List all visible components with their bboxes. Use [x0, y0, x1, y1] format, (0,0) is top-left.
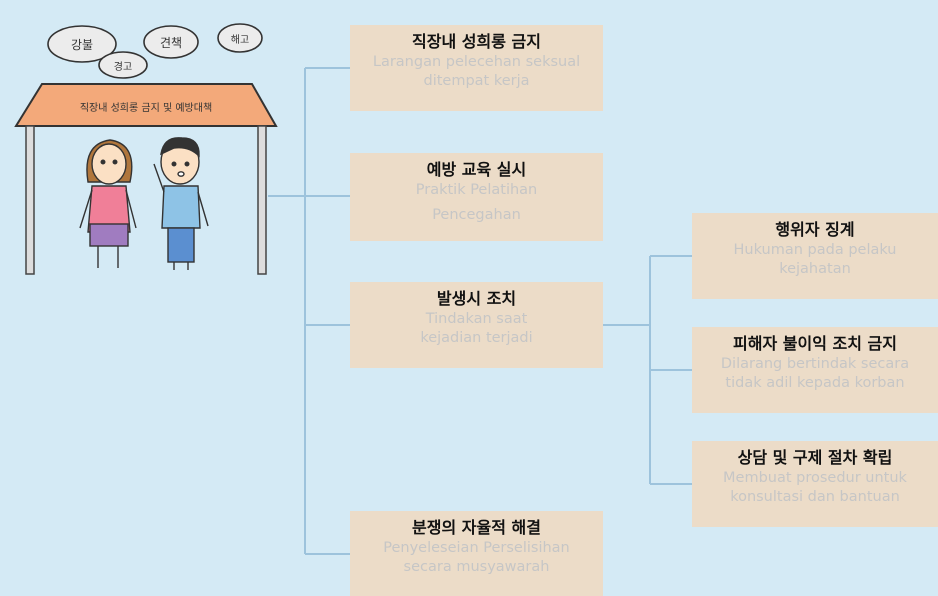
node-title: 발생시 조치: [436, 289, 517, 308]
node-incident-response: 발생시 조치 Tindakan saat kejadian terjadi: [350, 282, 603, 368]
post-left: [25, 125, 35, 275]
node-subtitle-line2: ditempat kerja: [423, 73, 530, 89]
bubble-2: [143, 25, 199, 59]
sign-text: 직장내 성희롱 금지 및 예방대책: [80, 102, 212, 114]
bubble-text-1: 강불: [71, 38, 93, 52]
node-subtitle-line2: Pencegahan: [432, 207, 521, 223]
bubble-text-2: 견책: [160, 35, 182, 50]
node-subtitle-line2: kejadian terjadi: [420, 330, 533, 346]
sign-roof: [14, 83, 278, 127]
node-title: 직장내 성희롱 금지: [412, 32, 541, 51]
node-victim-protection: 피해자 불이익 조치 금지 Dilarang bertindak secara …: [692, 327, 938, 413]
node-subtitle-line1: Praktik Pelatihan: [415, 182, 538, 198]
node-prevention-training: 예방 교육 실시 Praktik Pelatihan Pencegahan: [350, 153, 603, 241]
bubble-text-3: 해고: [231, 33, 249, 46]
man-figure: [153, 137, 209, 270]
node-subtitle-line2: konsultasi dan bantuan: [730, 489, 900, 505]
node-counseling-procedure: 상담 및 구제 절차 확립 Membuat prosedur untuk kon…: [692, 441, 938, 527]
bubble-4: [98, 51, 148, 79]
node-perpetrator-discipline: 행위자 징계 Hukuman pada pelaku kejahatan: [692, 213, 938, 299]
node-title: 분쟁의 자율적 해결: [412, 518, 541, 537]
node-title: 예방 교육 실시: [426, 160, 527, 179]
node-subtitle-line1: Larangan pelecehan seksual: [372, 54, 581, 70]
node-dispute-resolution: 분쟁의 자율적 해결 Penyeleseian Perselisihan sec…: [350, 511, 603, 596]
node-subtitle-line1: Penyeleseian Perselisihan: [383, 540, 570, 556]
node-title: 상담 및 구제 절차 확립: [737, 448, 893, 467]
node-subtitle-line1: Membuat prosedur untuk: [723, 470, 907, 486]
node-title: 행위자 징계: [775, 220, 855, 239]
node-subtitle-line1: Hukuman pada pelaku: [733, 242, 897, 258]
node-subtitle-line1: Dilarang bertindak secara: [720, 356, 910, 372]
illustration: 강불 견책 해고 경고 직장내 성희롱 금지 및 예방대책: [14, 23, 278, 275]
bubble-text-4: 경고: [114, 60, 132, 73]
node-title: 피해자 불이익 조치 금지: [733, 334, 897, 353]
node-subtitle-line1: Tindakan saat: [425, 311, 528, 327]
woman-figure: [79, 139, 137, 268]
node-subtitle-line2: tidak adil kepada korban: [725, 375, 905, 391]
bubble-3: [217, 23, 263, 53]
bubble-1: [47, 25, 117, 63]
node-subtitle-line2: secara musyawarah: [403, 559, 550, 575]
node-subtitle-line2: kejahatan: [779, 261, 851, 277]
node-sexual-harassment-ban: 직장내 성희롱 금지 Larangan pelecehan seksual di…: [350, 25, 603, 111]
post-right: [257, 125, 267, 275]
